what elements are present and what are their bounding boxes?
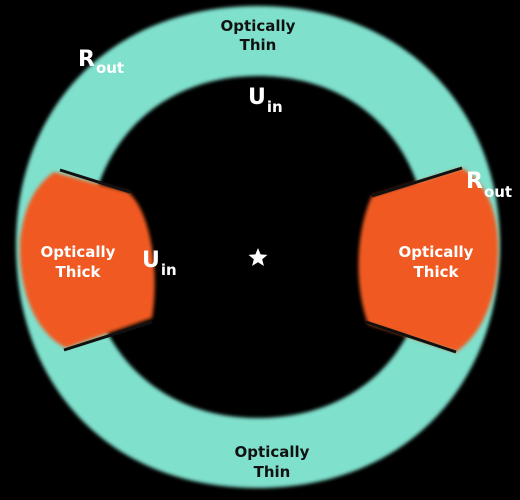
thin-bottom-label-line1: Optically: [235, 443, 310, 461]
r-out-right-label: Rout: [466, 169, 512, 201]
thick-right-label-line1: Optically: [399, 243, 474, 261]
r-out-main: R: [78, 47, 95, 72]
thin-top-label-line1: Optically: [221, 17, 296, 35]
u-in-main: U: [142, 248, 160, 273]
thick-left-label-line2: Thick: [56, 263, 102, 281]
thin-top-label-line2: Thin: [240, 36, 277, 54]
thin-bottom-label-line2: Thin: [254, 463, 291, 481]
u-in-main: U: [248, 85, 266, 110]
u-in-top-label: Uin: [248, 85, 283, 116]
u-in-sub: in: [161, 261, 177, 279]
thick-left-label-line1: Optically: [41, 243, 116, 261]
u-in-left-label: Uin: [142, 248, 177, 279]
r-out-sub: out: [96, 59, 124, 77]
boundary-line: [371, 166, 463, 198]
r-out-main: R: [466, 169, 483, 194]
optically-thick-right-region: [358, 168, 499, 352]
star-icon: [248, 248, 268, 266]
r-out-top-left-label: Rout: [78, 47, 124, 77]
boundary-line: [365, 320, 457, 354]
u-in-sub: in: [267, 98, 283, 116]
r-out-sub: out: [484, 183, 512, 201]
boundary-line: [63, 320, 153, 352]
thick-right-label-line2: Thick: [414, 263, 460, 281]
optically-thick-left-region: [19, 172, 155, 348]
boundary-line: [59, 168, 131, 194]
